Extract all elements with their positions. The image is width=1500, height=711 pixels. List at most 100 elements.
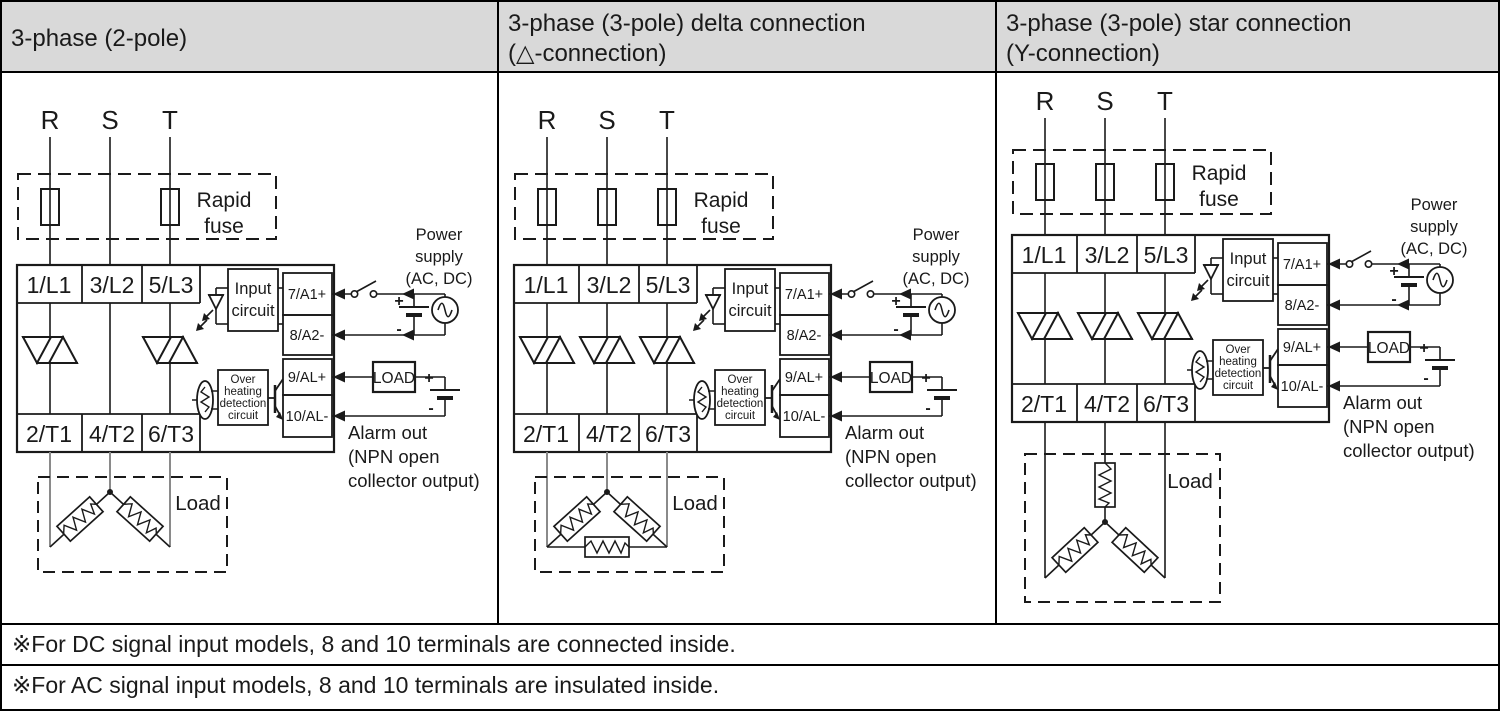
load-resistor-icon bbox=[1051, 526, 1099, 574]
note-text: ※For DC signal input models, 8 and 10 te… bbox=[12, 631, 736, 657]
load-output-label: LOAD bbox=[373, 370, 415, 387]
terminal-6t3: 6/T3 bbox=[1143, 391, 1189, 417]
thermistor-wires bbox=[192, 390, 218, 410]
rapid-fuse-label: fuse bbox=[204, 215, 244, 238]
load-resistor-icon bbox=[1111, 526, 1159, 574]
switch-icon bbox=[350, 280, 378, 299]
terminal-3l2: 3/L2 bbox=[587, 272, 632, 298]
led-icon bbox=[704, 294, 722, 310]
rapid-fuse-label: fuse bbox=[701, 215, 741, 238]
arrow-left-icon bbox=[899, 288, 911, 300]
junction-dot bbox=[604, 489, 610, 495]
thermistor-wires bbox=[1187, 360, 1213, 380]
rapid-fuse-box bbox=[514, 173, 774, 240]
terminal-8a2: 8/A2- bbox=[290, 328, 325, 344]
led-icon bbox=[207, 294, 225, 310]
note-dc-signal: ※For DC signal input models, 8 and 10 te… bbox=[2, 625, 1498, 666]
load-box bbox=[534, 476, 725, 573]
note-text: ※For AC signal input models, 8 and 10 te… bbox=[12, 672, 720, 698]
arrow-left-icon bbox=[1397, 299, 1409, 311]
terminal-8a2: 8/A2- bbox=[1285, 298, 1320, 314]
diagram-delta: R S T Rapid fuse 1/L1 3/L2 5/L3 2/T1 4/T… bbox=[512, 105, 977, 573]
overheating-label: Over bbox=[728, 374, 753, 386]
load-output-box bbox=[1366, 330, 1412, 364]
overheating-label: detection bbox=[717, 398, 764, 410]
load-box bbox=[37, 476, 228, 573]
triac-icon bbox=[578, 336, 636, 364]
power-supply-label: Power bbox=[913, 226, 960, 244]
minus-label: - bbox=[1391, 291, 1396, 308]
light-arrow-icon bbox=[1190, 289, 1203, 302]
terminal-2t1: 2/T1 bbox=[523, 421, 569, 447]
terminal-5l3: 5/L3 bbox=[646, 272, 691, 298]
overheating-label: heating bbox=[721, 386, 759, 398]
overheating-label: circuit bbox=[228, 410, 259, 422]
terminal-2t1: 2/T1 bbox=[26, 421, 72, 447]
power-supply-label: (AC, DC) bbox=[903, 270, 970, 288]
ssr-main-box bbox=[15, 263, 336, 454]
diagram-row: R S T Rapid fuse 1/L1 3/L2 5/L3 2/T1 4/T… bbox=[2, 73, 1498, 625]
rapid-fuse-label: Rapid bbox=[694, 189, 749, 212]
alarm-out-label: (NPN open bbox=[845, 446, 937, 467]
overheating-label: Over bbox=[231, 374, 256, 386]
alarm-out-label: collector output) bbox=[348, 470, 480, 491]
phase-label-r: R bbox=[41, 105, 60, 135]
terminal-4t2: 4/T2 bbox=[586, 421, 632, 447]
external-wires bbox=[1327, 263, 1441, 387]
phase-label-s: S bbox=[598, 105, 615, 135]
alarm-out-label: Alarm out bbox=[1343, 392, 1422, 413]
ac-source-icon bbox=[431, 296, 459, 324]
ac-source-icon bbox=[928, 296, 956, 324]
input-circuit-box bbox=[1222, 238, 1274, 302]
terminal-7a1: 7/A1+ bbox=[1283, 257, 1321, 273]
arrow-left-icon bbox=[899, 329, 911, 341]
plus-label: + bbox=[394, 293, 403, 310]
terminal-7a1: 7/A1+ bbox=[785, 287, 823, 303]
transistor-icon bbox=[765, 378, 781, 420]
power-supply-label: supply bbox=[912, 248, 960, 266]
overheating-label: heating bbox=[1219, 356, 1257, 368]
overheating-label: Over bbox=[1226, 344, 1251, 356]
overheating-label: circuit bbox=[1223, 380, 1254, 392]
terminal-1l1: 1/L1 bbox=[27, 272, 72, 298]
alarm-out-label: (NPN open bbox=[348, 446, 440, 467]
minus-label: - bbox=[1423, 370, 1428, 387]
load-drop-wires bbox=[1044, 422, 1166, 578]
arrow-left-icon bbox=[402, 288, 414, 300]
external-wires bbox=[829, 293, 943, 417]
led-loop-wires bbox=[712, 287, 780, 325]
switch-icon bbox=[847, 280, 875, 299]
input-circuit-label: circuit bbox=[231, 302, 275, 320]
light-arrow-icon bbox=[698, 309, 711, 322]
header-row: 3-phase (2-pole) 3-phase (3-pole) delta … bbox=[2, 2, 1498, 73]
plus-label: + bbox=[921, 370, 930, 387]
rapid-fuse-box bbox=[1012, 149, 1272, 215]
pole-wires bbox=[1044, 273, 1166, 384]
triac-icon bbox=[21, 336, 79, 364]
terminal-4t2: 4/T2 bbox=[89, 421, 135, 447]
input-circuit-label: circuit bbox=[728, 302, 772, 320]
column-header-delta: 3-phase (3-pole) delta connection (△-con… bbox=[499, 2, 997, 71]
terminal-5l3: 5/L3 bbox=[149, 272, 194, 298]
column-header-2pole: 3-phase (2-pole) bbox=[2, 2, 499, 71]
rapid-fuse-label: fuse bbox=[1199, 188, 1239, 211]
triac-icon bbox=[141, 336, 199, 364]
power-supply-label: supply bbox=[1410, 218, 1458, 236]
phase-label-t: T bbox=[659, 105, 675, 135]
load-label: Load bbox=[175, 492, 221, 515]
power-supply-label: supply bbox=[415, 248, 463, 266]
alarm-out-label: Alarm out bbox=[348, 422, 427, 443]
rapid-fuse-label: Rapid bbox=[197, 189, 252, 212]
ac-source-icon bbox=[1426, 266, 1454, 294]
terminal-4t2: 4/T2 bbox=[1084, 391, 1130, 417]
power-supply-label: Power bbox=[416, 226, 463, 244]
transistor-icon bbox=[268, 378, 284, 420]
phase-wires bbox=[1044, 118, 1166, 235]
arrow-left-icon bbox=[1397, 258, 1409, 270]
thermistor-icon bbox=[196, 380, 214, 420]
alarm-out-label: (NPN open bbox=[1343, 416, 1435, 437]
overheating-label: detection bbox=[220, 398, 267, 410]
terminal-3l2: 3/L2 bbox=[90, 272, 135, 298]
battery-icon bbox=[925, 388, 959, 400]
overheating-label: heating bbox=[224, 386, 262, 398]
